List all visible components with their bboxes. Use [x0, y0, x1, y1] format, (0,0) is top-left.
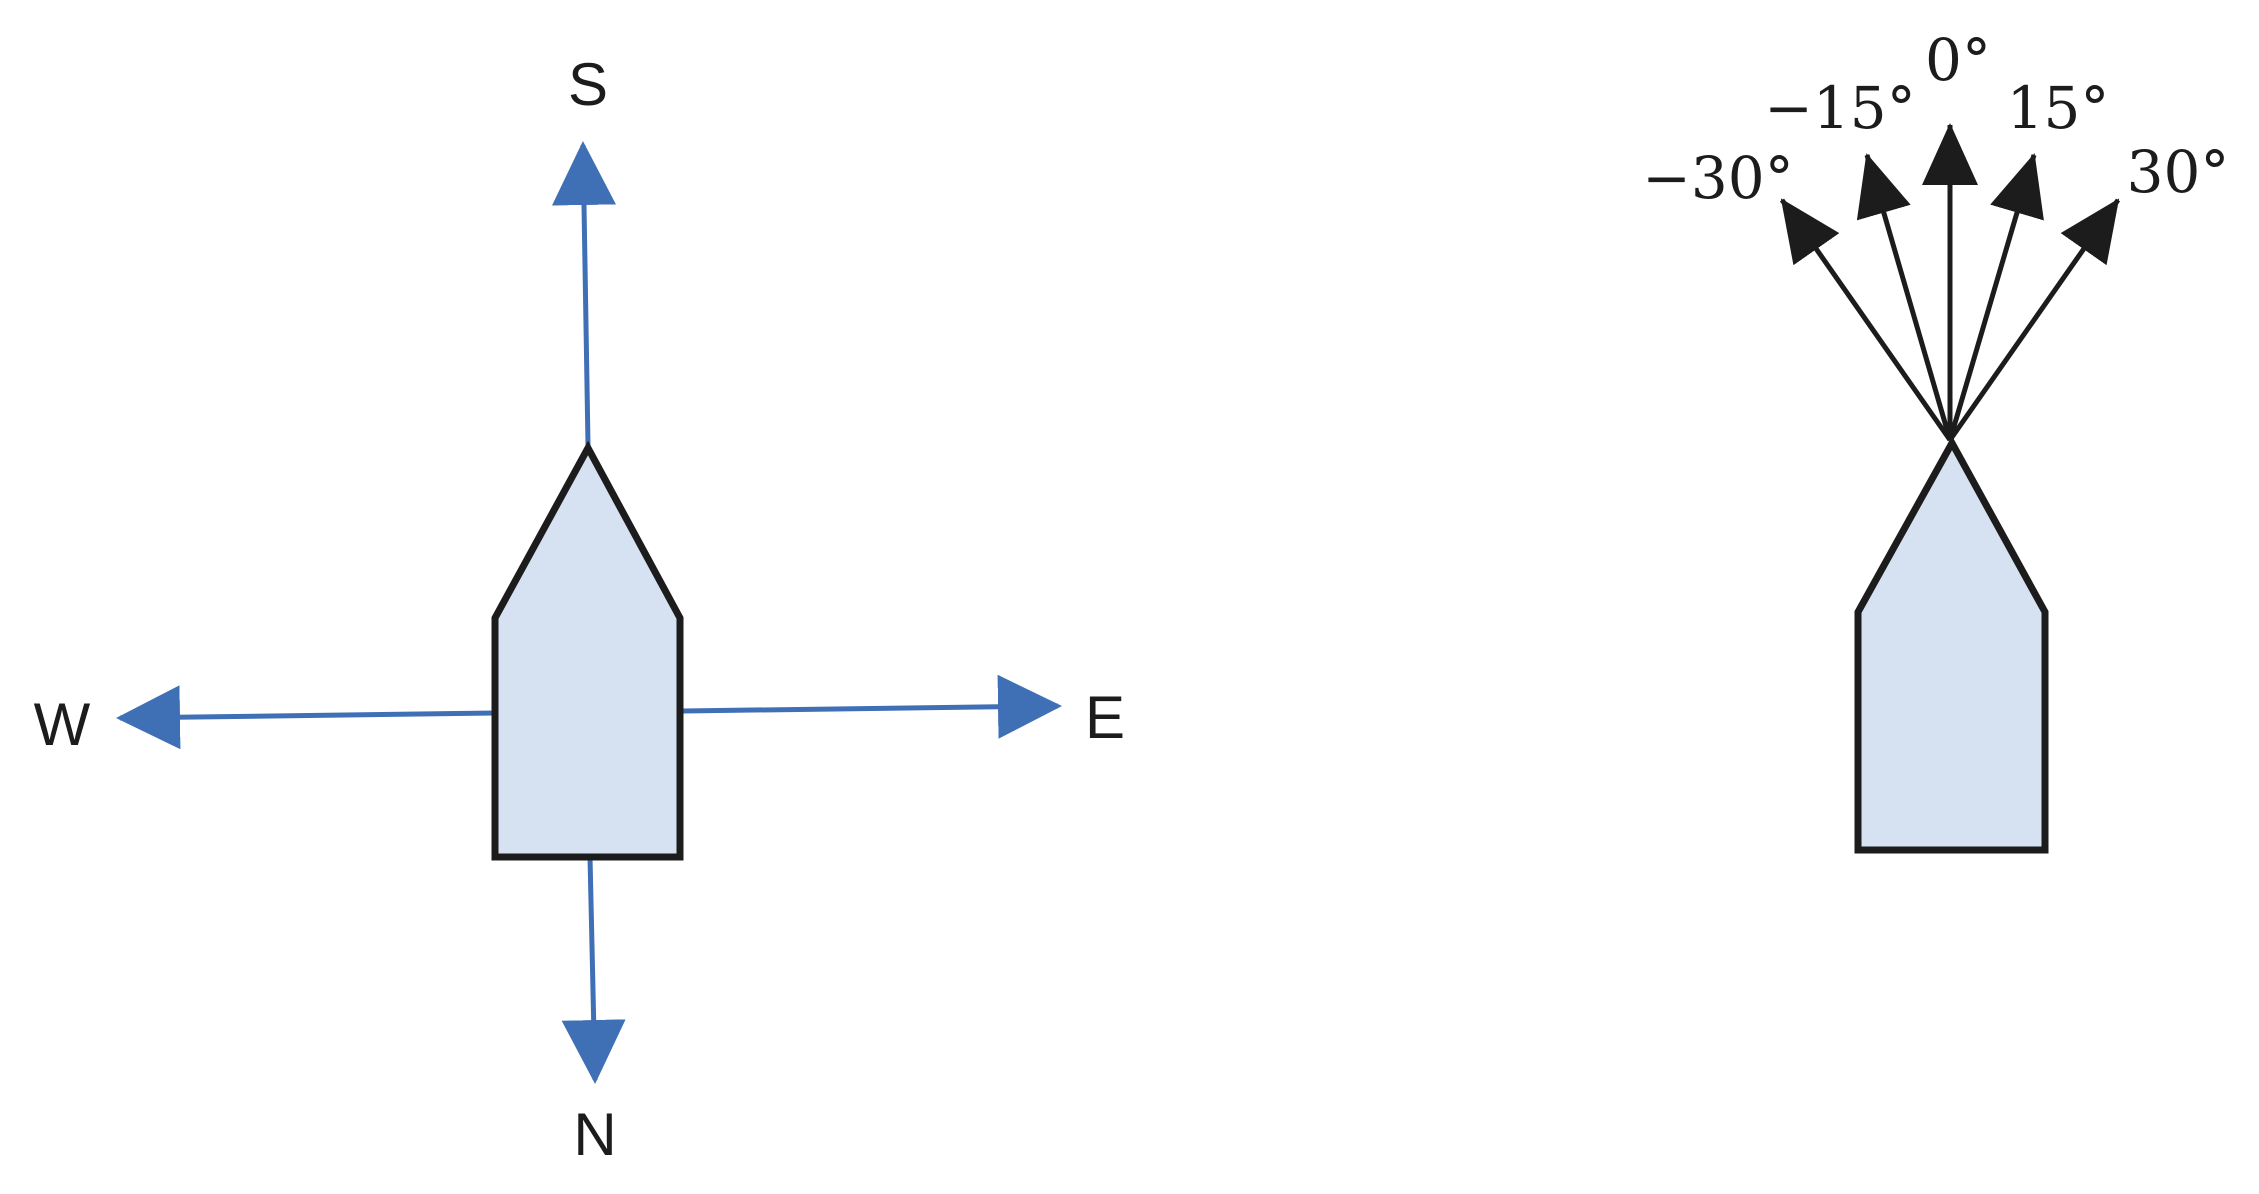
arrow-minus-30 [1779, 198, 1953, 442]
label-zero: 0° [1925, 26, 1991, 94]
label-east: E [1085, 684, 1125, 751]
arrow-east [682, 674, 1062, 739]
arrow-plus-15 [1947, 153, 2044, 441]
arrow-south [552, 141, 616, 446]
label-south: S [568, 51, 608, 118]
compass-panel: S W E N [34, 51, 1125, 1168]
arrow-minus-15 [1856, 153, 1953, 441]
label-minus-15: −15° [1764, 74, 1915, 142]
boat-shape [491, 440, 684, 861]
label-plus-15: 15° [2007, 74, 2110, 142]
label-west: W [34, 691, 91, 758]
arrow-north [561, 856, 626, 1084]
label-north: N [573, 1101, 616, 1168]
arrow-plus-30 [1947, 198, 2121, 442]
arrow-west [116, 685, 496, 750]
label-minus-30: −30° [1642, 144, 1793, 212]
boat-shape-right [1854, 435, 2049, 854]
label-plus-30: 30° [2127, 138, 2230, 206]
angle-panel: −30° −15° 0° 15° 30° [1642, 26, 2230, 854]
